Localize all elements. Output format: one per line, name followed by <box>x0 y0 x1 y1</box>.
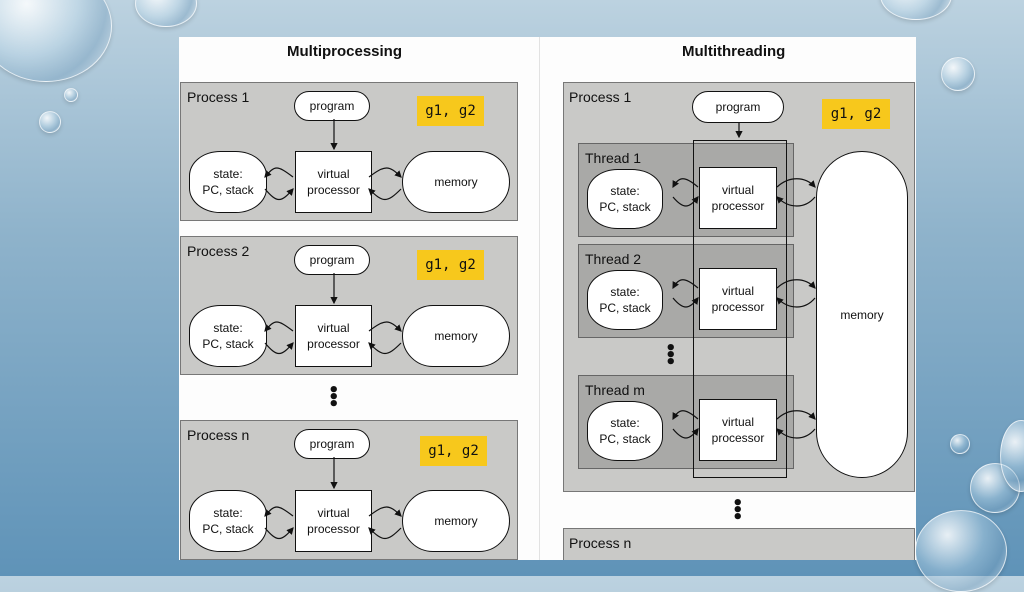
process-label: Process 2 <box>187 243 250 259</box>
multiprocessing-title: Multiprocessing <box>287 43 403 60</box>
virtual-processor-group-outline <box>693 140 787 478</box>
process-box: Process 2 program g1, g2 state: PC, stac… <box>180 236 518 375</box>
shared-memory-node: memory <box>816 151 908 478</box>
state-node: state: PC, stack <box>189 490 267 552</box>
water-drop-decoration <box>915 510 1007 592</box>
state-node: state: PC, stack <box>587 401 663 461</box>
virtual-processor-node: virtual processor <box>295 151 372 213</box>
state-node: state: PC, stack <box>587 270 663 330</box>
thread-box: Thread 1 state: PC, stack virtual proces… <box>578 143 794 237</box>
multithreading-title: Multithreading <box>682 43 786 60</box>
water-drop-decoration <box>39 111 61 133</box>
process-label: Process 1 <box>187 89 250 105</box>
process-box: Process 1 program g1, g2 Thread 1 state:… <box>563 82 915 492</box>
thread-box: Thread 2 state: PC, stack virtual proces… <box>578 244 794 338</box>
memory-node: memory <box>402 490 510 552</box>
virtual-processor-node: virtual processor <box>699 268 777 330</box>
process-label: Process n <box>187 427 250 443</box>
virtual-processor-node: virtual processor <box>699 167 777 229</box>
water-drop-decoration <box>950 434 970 454</box>
connector-arrows <box>264 119 816 540</box>
water-drop-decoration <box>941 57 975 91</box>
thread-label: Thread 1 <box>585 150 642 166</box>
process-label: Process n <box>569 535 632 551</box>
process-box: Process n program g1, g2 state: PC, stac… <box>180 420 518 560</box>
program-node: program <box>294 91 370 121</box>
process-box: Process n <box>563 528 915 560</box>
thread-label: Thread 2 <box>585 251 642 267</box>
water-drop-decoration <box>135 0 197 27</box>
process-box: Process 1 program g1, g2 state: PC, stac… <box>180 82 518 221</box>
goroutine-tag: g1, g2 <box>417 96 484 126</box>
goroutine-tag: g1, g2 <box>417 250 484 280</box>
goroutine-tag: g1, g2 <box>822 99 890 129</box>
goroutine-tag: g1, g2 <box>420 436 487 466</box>
virtual-processor-node: virtual processor <box>699 399 777 461</box>
state-node: state: PC, stack <box>189 305 267 367</box>
memory-node: memory <box>402 305 510 367</box>
ellipsis-dots: ••• <box>732 493 744 528</box>
state-node: state: PC, stack <box>189 151 267 213</box>
memory-node: memory <box>402 151 510 213</box>
diagram-panel: Multiprocessing Multithreading Process 1… <box>179 37 916 560</box>
program-node: program <box>294 429 370 459</box>
thread-label: Thread m <box>585 382 645 398</box>
thread-box: Thread m state: PC, stack virtual proces… <box>578 375 794 469</box>
water-drop-decoration <box>64 88 78 102</box>
water-drop-decoration <box>0 0 112 82</box>
state-node: state: PC, stack <box>587 169 663 229</box>
virtual-processor-node: virtual processor <box>295 305 372 367</box>
ellipsis-dots: ••• <box>328 380 340 415</box>
program-node: program <box>692 91 784 123</box>
program-node: program <box>294 245 370 275</box>
process-label: Process 1 <box>569 89 632 105</box>
ellipsis-dots: ••• <box>665 338 677 373</box>
virtual-processor-node: virtual processor <box>295 490 372 552</box>
water-drop-decoration <box>880 0 952 20</box>
column-divider <box>539 37 540 560</box>
